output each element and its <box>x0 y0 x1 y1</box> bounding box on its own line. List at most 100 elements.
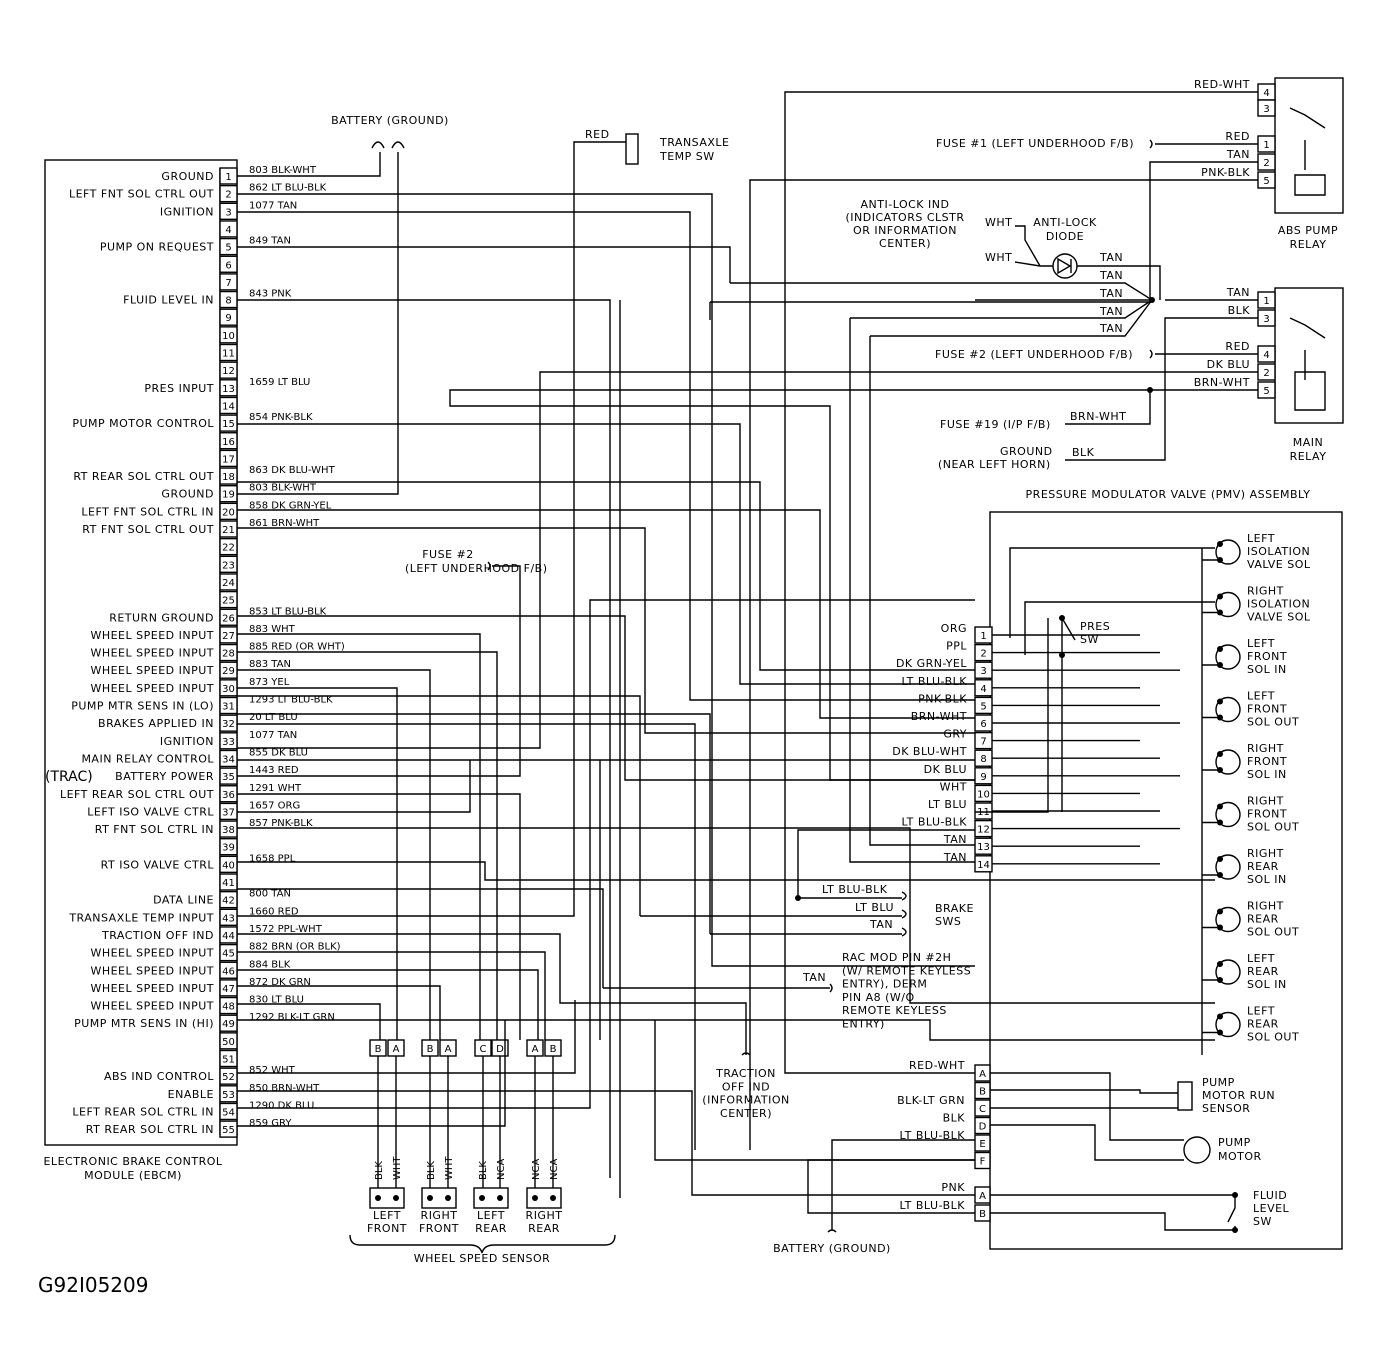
pump-sensor-2: MOTOR RUN <box>1202 1089 1275 1102</box>
ebcm-wire-label: 858 DK GRN-YEL <box>249 500 332 511</box>
antilock-ind-4: CENTER) <box>879 237 931 250</box>
pres-sw-1: PRES <box>1080 620 1110 633</box>
abs-relay-wire: RED <box>1225 130 1250 143</box>
pmv-wire-label: TAN <box>943 833 967 846</box>
battery-ground-top-symbol <box>237 141 405 495</box>
solenoid-label: LEFT <box>1247 952 1275 965</box>
ebcm-pin-box <box>219 608 238 626</box>
wheel-sensor-icon <box>473 1187 509 1209</box>
ebcm-pin-number: 18 <box>222 472 235 483</box>
ebcm-pin-function: DATA LINE <box>153 894 214 907</box>
main-relay-label-2: RELAY <box>1290 450 1327 463</box>
solenoid-label: VALVE SOL <box>1247 558 1311 571</box>
pmv-pin-number: 10 <box>977 789 990 800</box>
ebcm-pin-number: 44 <box>222 931 235 942</box>
ebcm-pin-box <box>219 449 238 468</box>
ebcm-pin-number: 9 <box>225 313 231 324</box>
main-relay-pin-number: 1 <box>1263 296 1269 307</box>
main-relay-wire: TAN <box>1226 286 1250 299</box>
ebcm-wire-label: 843 PNK <box>249 289 292 300</box>
wheel-sensor-wire-1: BLK <box>374 1161 385 1180</box>
ebcm-pin-box <box>219 255 238 273</box>
brake-sws-label-1: BRAKE <box>935 902 974 915</box>
pmv-conn2-letter: B <box>979 1087 986 1098</box>
diode-icon <box>1052 253 1078 279</box>
ebcm-pin-box <box>219 467 238 485</box>
solenoid-label: REAR <box>1247 860 1279 873</box>
abs-relay-pin-number: 5 <box>1263 176 1269 187</box>
brake-sws-wire-3: TAN <box>869 918 893 931</box>
solenoid-label: SOL OUT <box>1247 926 1299 939</box>
solenoid-label: ISOLATION <box>1247 545 1310 558</box>
ws-conn-letter: A <box>532 1044 539 1055</box>
ebcm-pin-number: 13 <box>222 384 235 395</box>
ebcm-pin-box <box>219 696 238 715</box>
ebcm-wire-label: 850 BRN-WHT <box>249 1083 320 1094</box>
antilock-ind-2: (INDICATORS CLSTR <box>846 211 965 224</box>
ebcm-pin-number: 45 <box>222 949 235 960</box>
pmv-conn3-letter: A <box>979 1191 986 1202</box>
ebcm-pin-number: 16 <box>222 437 235 448</box>
abs-relay-pin-number: 3 <box>1263 104 1269 115</box>
antilock-diode-2: DIODE <box>1046 230 1084 243</box>
ebcm-pin-function: PUMP MTR SENS IN (HI) <box>74 1017 214 1030</box>
ebcm-pin-function: RT REAR SOL CTRL IN <box>86 1123 214 1136</box>
ebcm-pin-box <box>219 1049 238 1068</box>
fuse2-mid-1: FUSE #2 <box>422 548 474 561</box>
solenoid-label: RIGHT <box>1247 795 1284 808</box>
abs-relay-wire: TAN <box>1226 148 1250 161</box>
ground-label-1: GROUND <box>1000 445 1053 458</box>
pmv-conn2-letter: E <box>979 1139 985 1150</box>
abs-relay-pin-number: 2 <box>1263 158 1269 169</box>
pmv-pin-number: 5 <box>980 701 986 712</box>
wheel-sensor-icon <box>369 1187 405 1209</box>
solenoid-label: FRONT <box>1247 755 1287 768</box>
ebcm-pin-number: 22 <box>222 543 235 554</box>
ebcm-pin-function: RT ISO VALVE CTRL <box>101 858 215 871</box>
ebcm-wire-label: 852 WHT <box>249 1065 296 1076</box>
ebcm-pin-number: 17 <box>222 454 235 465</box>
ebcm-pin-number: 53 <box>222 1090 235 1101</box>
ws-conn-letter: C <box>480 1044 487 1055</box>
ebcm-pin-number: 48 <box>222 1002 235 1013</box>
ebcm-pin-box <box>219 979 238 997</box>
pmv-wire-label: DK BLU-WHT <box>892 745 967 758</box>
ebcm-pin-number: 50 <box>222 1037 235 1048</box>
ebcm-wire-label: 1572 PPL-WHT <box>249 924 323 935</box>
ebcm-pin-function: WHEEL SPEED INPUT <box>90 629 214 642</box>
ebcm-pin-number: 4 <box>225 225 231 236</box>
antilock-wht-1: WHT <box>985 216 1012 229</box>
ebcm-wire-label: 800 TAN <box>249 889 291 900</box>
pump-motor-1: PUMP <box>1218 1136 1251 1149</box>
ebcm-pin-number: 8 <box>225 296 231 307</box>
battery-ground-bottom: BATTERY (GROUND) <box>773 1242 891 1255</box>
ebcm-wire-label: 1292 BLK-LT GRN <box>249 1012 335 1023</box>
ebcm-pin-box <box>219 361 238 379</box>
abs-pump-relay-box <box>1274 77 1344 214</box>
pmv-conn2-wire: LT BLU-BLK <box>900 1129 966 1142</box>
ebcm-pin-number: 31 <box>222 702 235 713</box>
main-relay-box <box>1274 287 1344 424</box>
wheel-sensor-wire-1: BLK <box>478 1161 489 1180</box>
ebcm-wire-label: 1293 LT BLU-BLK <box>249 695 333 706</box>
ebcm-wire-label: 853 LT BLU-BLK <box>249 606 327 617</box>
battery-ground-top: BATTERY (GROUND) <box>331 114 449 127</box>
pmv-pin-number: 1 <box>980 631 986 642</box>
ebcm-pin-function: TRACTION OFF IND <box>101 929 214 942</box>
ebcm-pin-function: TRANSAXLE TEMP INPUT <box>68 911 214 924</box>
ebcm-pin-number: 54 <box>222 1107 235 1118</box>
abs-pump-relay-label-2: RELAY <box>1290 238 1327 251</box>
ebcm-pin-box <box>219 590 238 609</box>
ebcm-pin-box <box>219 537 238 556</box>
ebcm-pin-number: 41 <box>222 878 235 889</box>
ebcm-pin-number: 43 <box>222 913 235 924</box>
pmv-pin-number: 2 <box>980 649 986 660</box>
ws-conn-letter: A <box>393 1044 400 1055</box>
wheel-sensor-label-1: RIGHT <box>526 1209 563 1222</box>
ebcm-wire-label: 873 YEL <box>249 677 290 688</box>
ebcm-pin-box <box>219 1067 238 1085</box>
ebcm-pin-function: BATTERY POWER <box>115 770 214 783</box>
